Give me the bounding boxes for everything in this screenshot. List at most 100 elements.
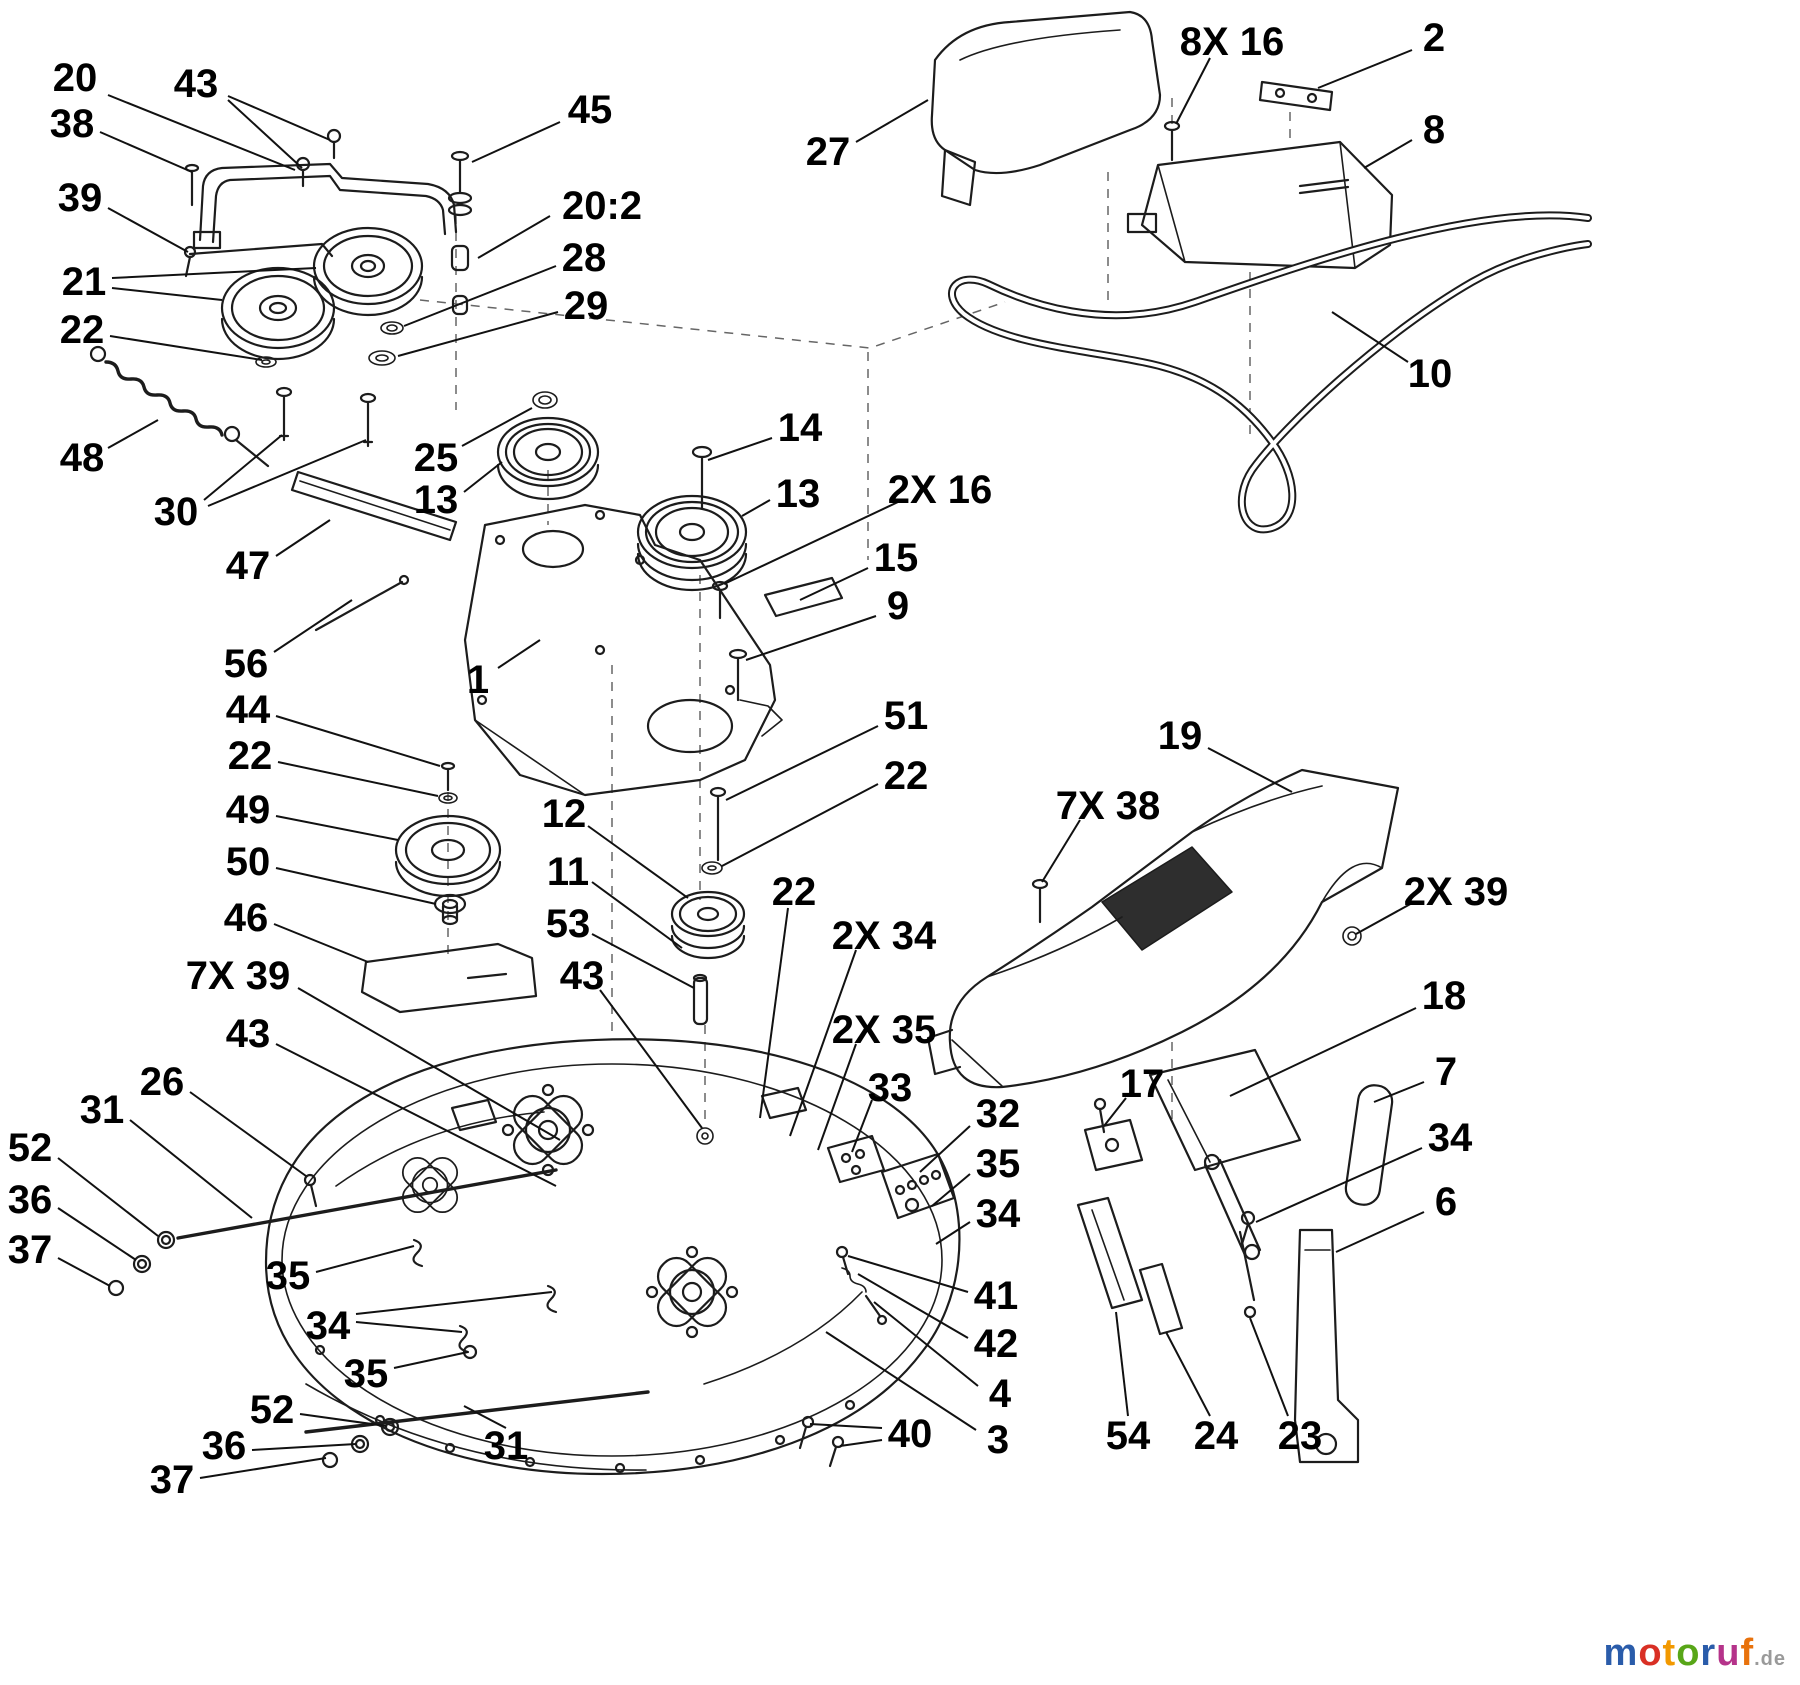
- leader-line-25: [461, 407, 533, 447]
- link-arm: [1203, 1153, 1262, 1261]
- bolt-26: [303, 1173, 318, 1208]
- leader-line-3: [825, 1331, 977, 1431]
- washer-22-center: [701, 861, 723, 875]
- lever-grip-7: [1344, 1084, 1394, 1206]
- bolts-40: [798, 1415, 845, 1468]
- leader-line-48: [107, 419, 159, 449]
- idler-pulley-21-left: [220, 266, 336, 361]
- callout-23-22: 22: [227, 734, 273, 778]
- callout-10-48: 48: [59, 436, 105, 480]
- spring-48: [89, 345, 270, 468]
- leader-line-8: [1363, 139, 1413, 169]
- leader-line-30: [203, 434, 283, 501]
- leader-line-34: [355, 1291, 553, 1315]
- callout-38-43: 43: [225, 1012, 271, 1056]
- leader-line-24: [1165, 1331, 1211, 1417]
- bolt-9: [728, 648, 748, 702]
- bolt-16: [711, 580, 729, 620]
- leader-line-1: [497, 639, 541, 669]
- callout-33-43: 43: [559, 954, 605, 998]
- callout-32-7X39: 7X 39: [185, 954, 291, 998]
- leader-line-12: [587, 825, 689, 899]
- callout-11-25: 25: [413, 436, 459, 480]
- leader-line-34: [1255, 1147, 1423, 1223]
- callout-40-31: 31: [79, 1088, 125, 1132]
- leader-line-31: [463, 1405, 507, 1429]
- leader-line-36: [251, 1443, 357, 1451]
- callout-1-38: 38: [49, 102, 95, 146]
- cover-plate-46: [360, 942, 538, 1014]
- callout-71-6: 6: [1434, 1180, 1458, 1224]
- leader-line-7: [1373, 1081, 1425, 1103]
- leader-line-51: [725, 725, 879, 801]
- leader-line-10: [1331, 311, 1409, 363]
- watermark-letter: r: [1700, 1632, 1717, 1674]
- leader-line-46: [273, 923, 369, 963]
- watermark-letter: u: [1716, 1632, 1741, 1674]
- leader-line-29: [397, 311, 559, 357]
- washer-28: [380, 321, 404, 335]
- leader-line-44: [275, 715, 441, 767]
- callout-69-17: 17: [1119, 1062, 1165, 1106]
- washer-22-idler: [438, 792, 458, 804]
- leader-line-7X38: [1041, 819, 1081, 883]
- callout-59-8X16: 8X 16: [1179, 20, 1285, 64]
- leader-line-26: [189, 1091, 307, 1177]
- callout-44-32: 32: [975, 1092, 1021, 1136]
- idler-pulley-21-right: [312, 226, 424, 317]
- leader-line-39: [107, 207, 189, 253]
- bracket-15: [763, 576, 844, 618]
- spacer-53: [692, 973, 709, 1026]
- callout-55-36: 36: [201, 1424, 247, 1468]
- watermark-letter: t: [1662, 1632, 1677, 1674]
- nut-2x39: [1342, 926, 1362, 946]
- leader-line-23: [1249, 1317, 1289, 1417]
- leader-line-56: [273, 599, 353, 653]
- lift-rod-31-upper: [107, 1168, 558, 1297]
- callout-26-49: 49: [225, 788, 271, 832]
- callout-63-10: 10: [1407, 352, 1453, 396]
- leader-line-52: [299, 1413, 387, 1427]
- callout-25-22: 22: [883, 754, 929, 798]
- hoc-handle-6: [1293, 1228, 1360, 1464]
- leader-line-22: [721, 783, 879, 867]
- leader-line-9: [745, 615, 877, 661]
- leader-line-33: [851, 1099, 873, 1153]
- leader-line-21: [111, 267, 317, 279]
- leader-line-6: [1335, 1211, 1425, 1253]
- callout-64-19: 19: [1157, 714, 1203, 758]
- callout-34-22: 22: [771, 870, 817, 914]
- callout-53-52: 52: [249, 1388, 295, 1432]
- callout-36-2X35: 2X 35: [831, 1008, 937, 1052]
- spindle-boss-right: [645, 1245, 739, 1339]
- leader-line-52: [57, 1157, 159, 1237]
- leader-line-43: [227, 99, 303, 169]
- leader-line-35: [931, 1173, 971, 1207]
- callout-37-33: 33: [867, 1066, 913, 1110]
- leader-line-2X34: [789, 949, 857, 1137]
- watermark-word: motoruf: [1604, 1632, 1755, 1674]
- callout-8-29: 29: [563, 284, 609, 328]
- callout-16-2X16: 2X 16: [887, 468, 993, 512]
- callout-3-45: 45: [567, 88, 613, 132]
- callout-43-37: 37: [7, 1228, 53, 1272]
- leader-line-31: [129, 1119, 253, 1219]
- callout-58-40: 40: [887, 1412, 933, 1456]
- leader-line-38: [99, 131, 193, 173]
- callout-28-12: 12: [541, 792, 587, 836]
- callout-70-34: 34: [1427, 1116, 1473, 1160]
- callout-13-30: 30: [153, 490, 199, 534]
- leader-line-17: [1103, 1097, 1127, 1127]
- callout-14-14: 14: [777, 406, 823, 450]
- leader-line-30: [207, 439, 367, 507]
- leader-line-36: [57, 1207, 137, 1261]
- callout-72-54: 54: [1105, 1414, 1151, 1458]
- leader-line-34: [355, 1321, 463, 1333]
- callout-7-28: 28: [561, 236, 607, 280]
- callout-39-26: 26: [139, 1060, 185, 1104]
- nut-25: [532, 391, 558, 409]
- leader-line-34: [935, 1221, 971, 1245]
- callout-2-43: 43: [173, 62, 219, 106]
- leader-line-28: [403, 265, 557, 327]
